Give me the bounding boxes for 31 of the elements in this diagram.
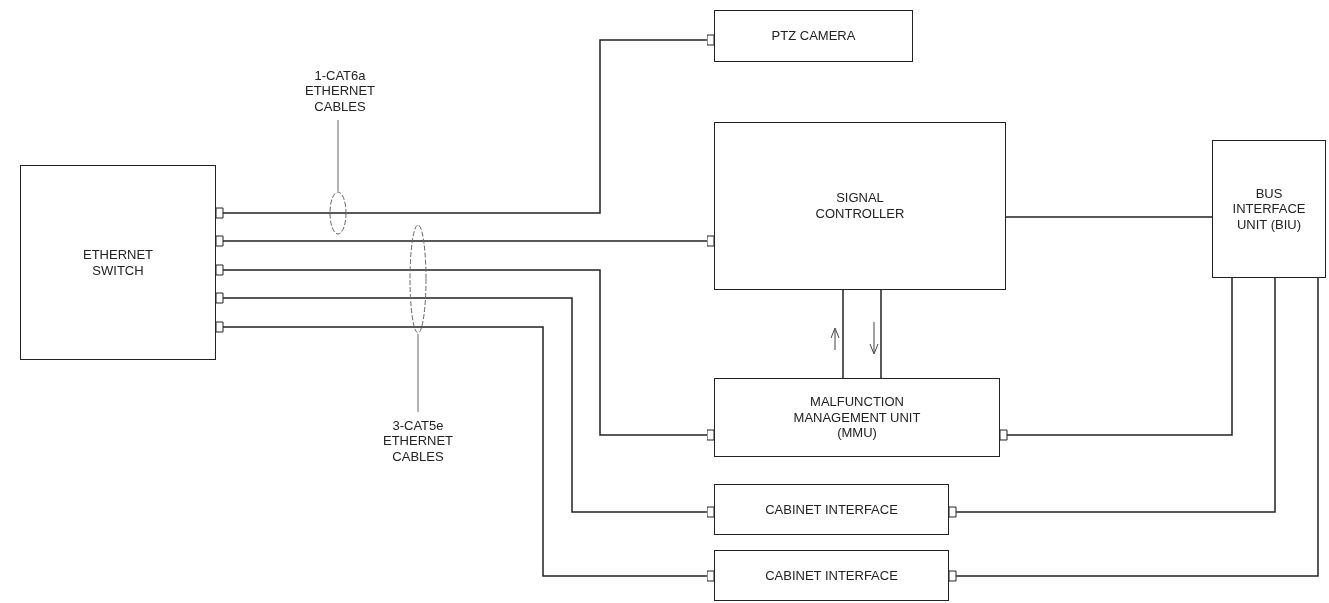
cable-bundle-ellipse [409,224,427,334]
leader-line [337,119,339,192]
cable-line [842,289,844,379]
device-label: CABINET INTERFACE [764,501,899,518]
device-box [714,378,1000,457]
device-box [20,165,216,360]
cable-label: 1-CAT6a ETHERNET CABLES [303,67,377,115]
device-label: PTZ CAMERA [770,28,857,44]
cable-line [948,277,1319,582]
device-label: ETHERNET SWITCH [81,246,155,279]
device-box [714,122,1006,290]
device-label: MALFUNCTION MANAGEMENT UNIT (MMU) [792,394,922,441]
cable-line [215,264,715,441]
cable-bundle-ellipse [329,191,347,235]
device-box [1212,140,1326,278]
cable-line [215,321,715,582]
cable-line [1005,216,1213,218]
cable-line [215,235,715,247]
cable-line [215,292,715,518]
cable-line [215,34,715,219]
device-label: BUS INTERFACE UNIT (BIU) [1231,185,1307,233]
device-label: SIGNAL CONTROLLER [814,190,906,222]
cable-line [880,289,882,379]
device-box [714,10,913,62]
cable-label: 3-CAT5e ETHERNET CABLES [381,417,455,465]
device-box [714,550,949,601]
device-label: CABINET INTERFACE [764,567,899,584]
leader-line [417,333,419,413]
cable-line [999,277,1233,441]
device-box [714,484,949,535]
cable-line [948,277,1276,518]
